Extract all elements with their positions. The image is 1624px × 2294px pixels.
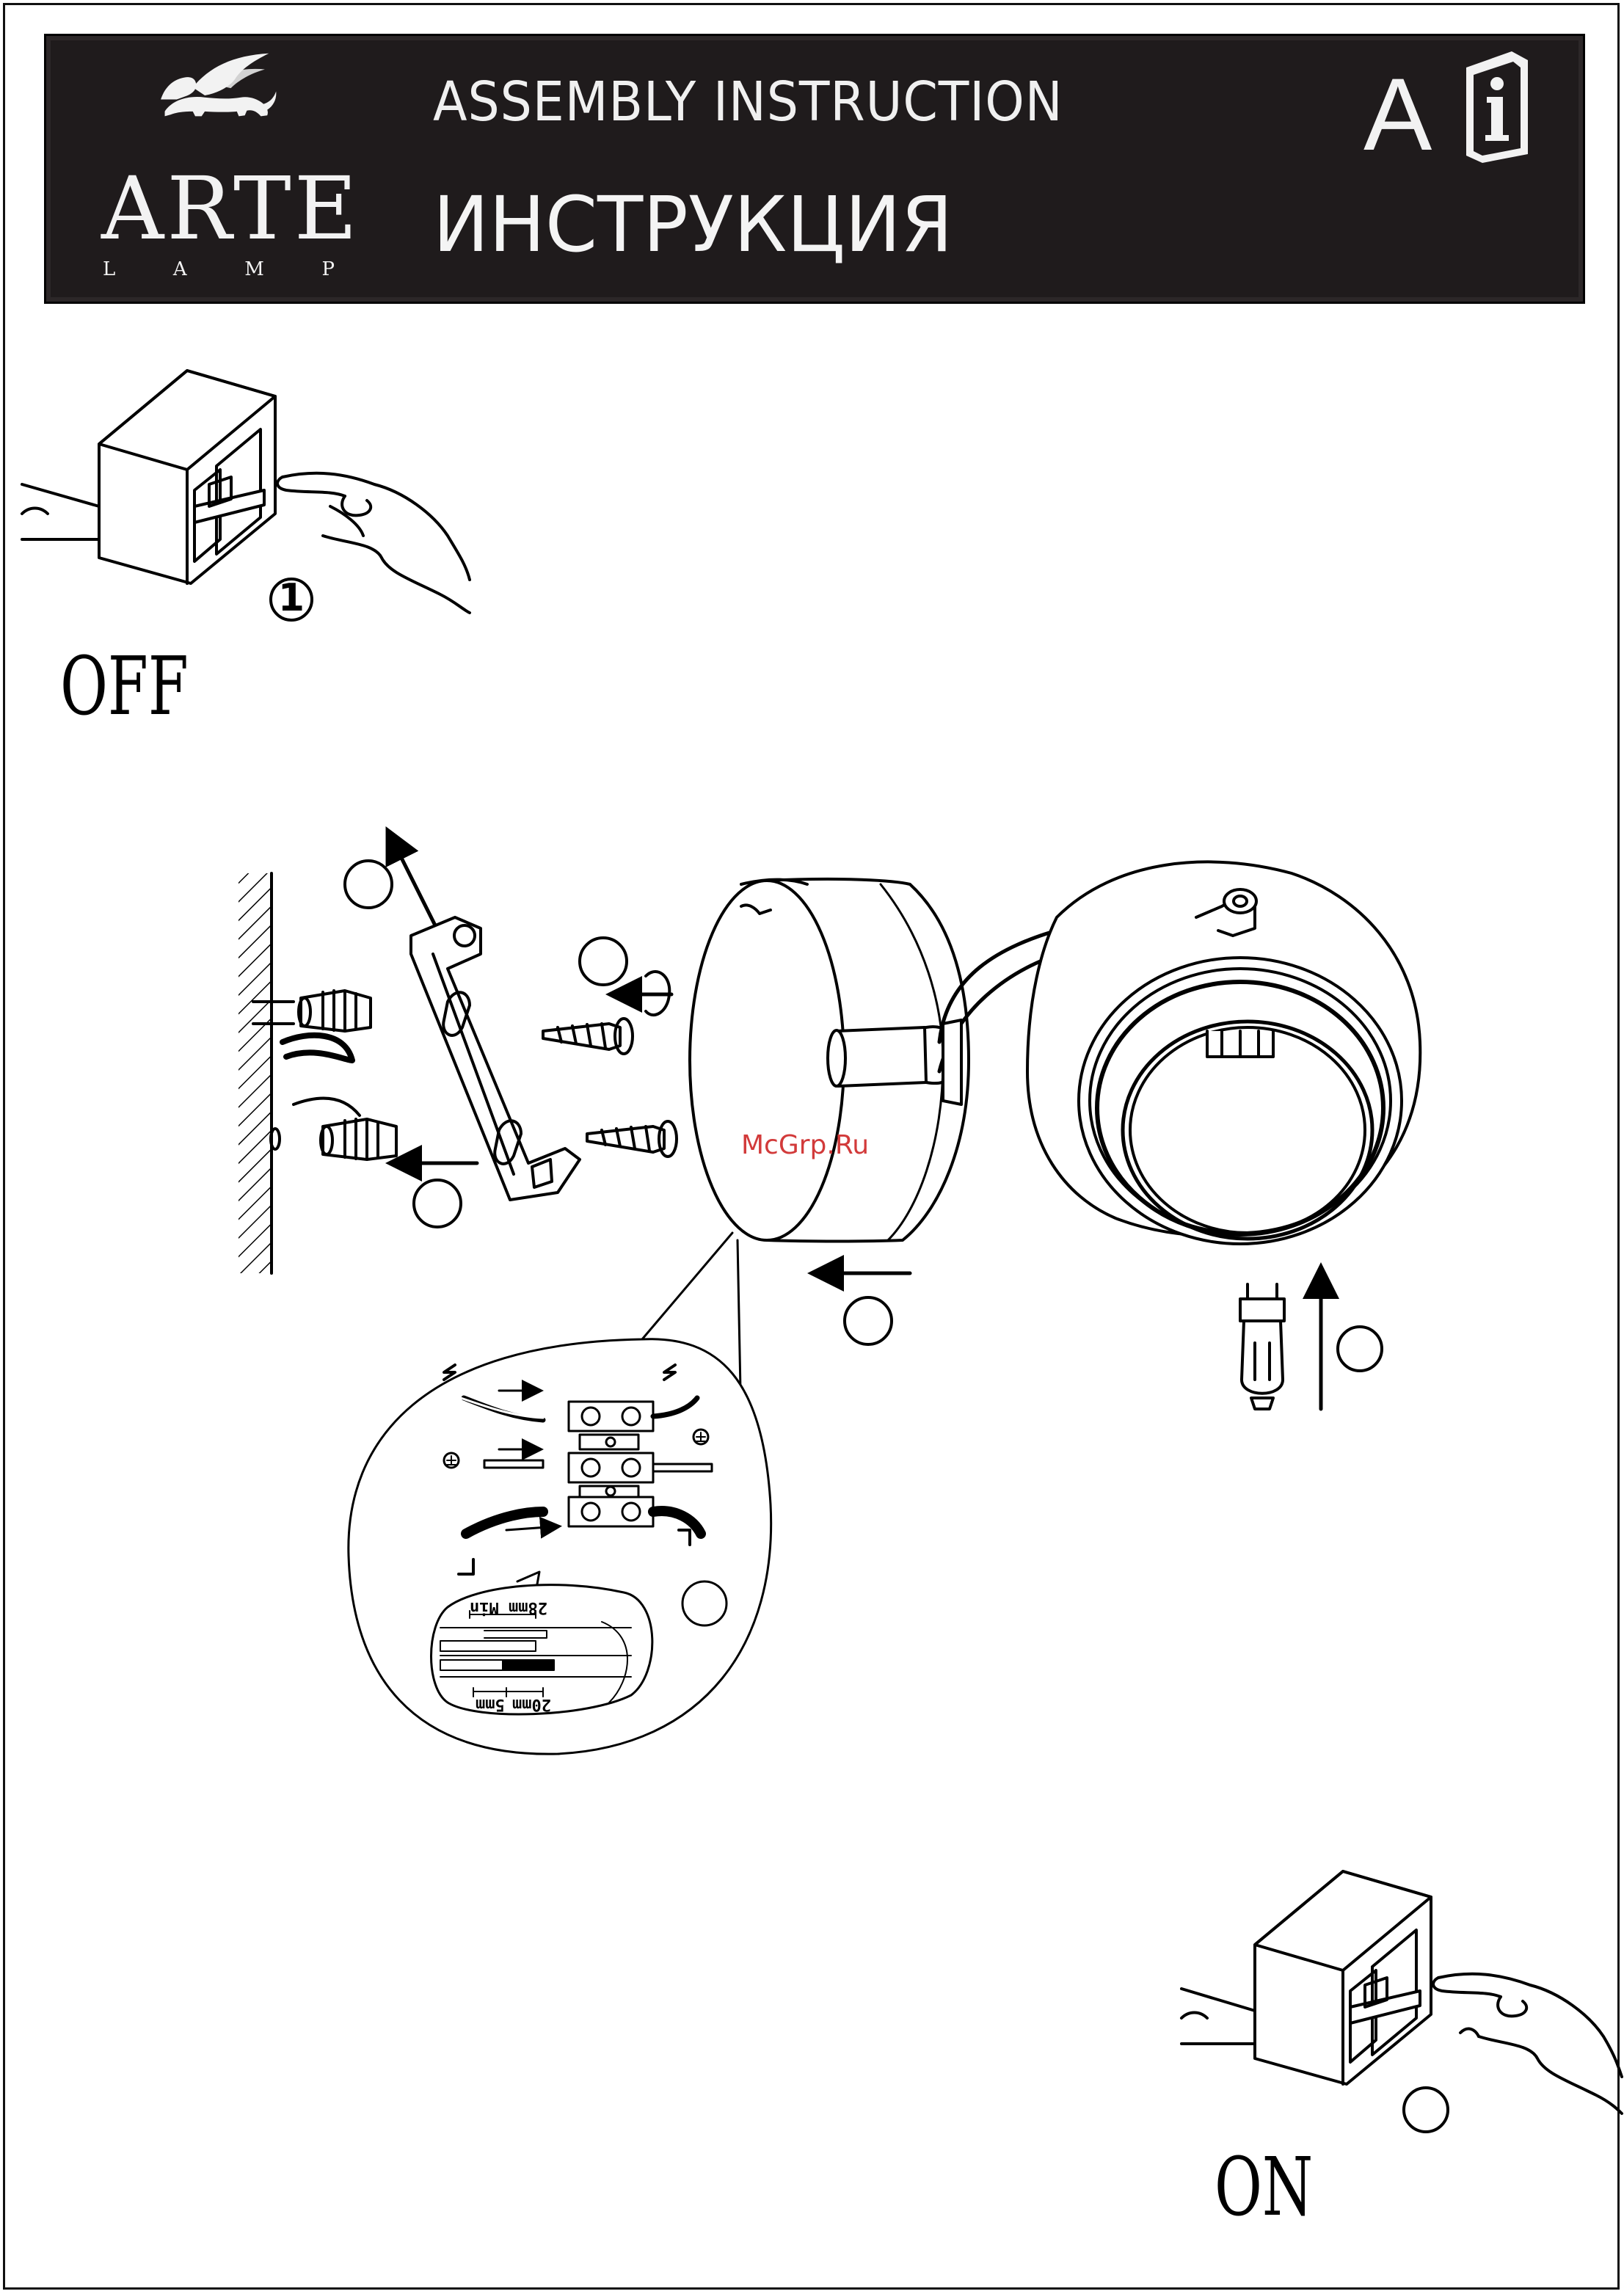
wall-section xyxy=(238,873,272,1273)
on-label: ON xyxy=(1215,2146,1313,2227)
wiring-detail-callout xyxy=(349,1339,771,1754)
step-number: 1 xyxy=(266,572,317,624)
mounting-bracket-icon xyxy=(411,917,580,1200)
wall-plug-top-icon xyxy=(299,991,371,1031)
watermark: McGrp.Ru xyxy=(741,1130,869,1160)
strip-long-label: 20mm xyxy=(512,1695,551,1714)
g9-bulb-icon xyxy=(1240,1284,1284,1409)
lamp-stem xyxy=(828,1027,954,1086)
strip-short-label: 5mm xyxy=(476,1695,505,1714)
strip-length-label: 28mm Min xyxy=(470,1598,547,1617)
screw-bottom-icon xyxy=(587,1121,677,1157)
off-label: OFF xyxy=(60,646,189,727)
wall-switch-on-icon xyxy=(1181,1871,1622,2113)
wall-switch-off-icon xyxy=(22,371,470,613)
lamp-head xyxy=(1027,862,1420,1244)
screw-top-icon xyxy=(543,1019,633,1054)
wall-plug-bottom-icon xyxy=(271,1119,396,1159)
